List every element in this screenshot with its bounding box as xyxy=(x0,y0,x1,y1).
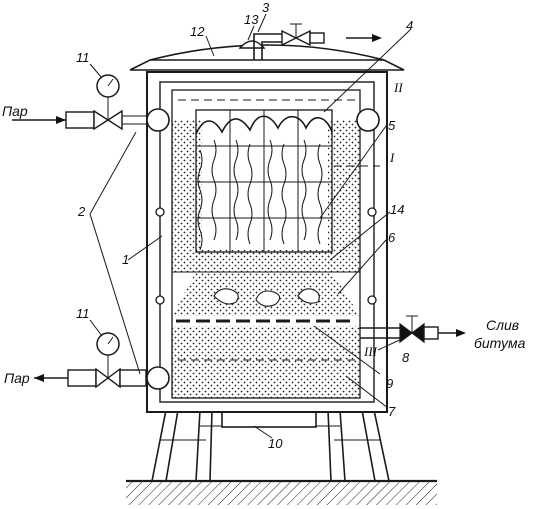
top-outlet-pipe xyxy=(253,23,325,60)
lid xyxy=(129,40,405,71)
label-level-iii: III xyxy=(363,344,378,359)
label-14: 14 xyxy=(390,202,404,217)
caption-steam-out: Пар xyxy=(4,370,30,386)
label-13: 13 xyxy=(244,12,259,27)
label-9: 9 xyxy=(386,376,393,391)
label-11-lower: 11 xyxy=(76,306,90,321)
label-level-ii: II xyxy=(393,80,403,95)
label-4: 4 xyxy=(406,18,413,33)
pressure-gauge-upper xyxy=(96,74,120,100)
steam-inlet-upper xyxy=(12,98,380,132)
foundation xyxy=(126,479,437,505)
jacket-bolts xyxy=(155,207,377,305)
pressure-gauge-lower xyxy=(96,332,120,357)
label-6: 6 xyxy=(388,230,396,245)
label-5: 5 xyxy=(388,118,396,133)
bitumen-fill xyxy=(172,120,360,398)
caption-drain-line1: Слив xyxy=(486,317,519,333)
inner-vessel xyxy=(171,89,361,399)
bitumen-drain-pipe xyxy=(360,315,466,344)
label-2: 2 xyxy=(77,204,86,219)
label-12: 12 xyxy=(190,24,205,39)
label-level-i: I xyxy=(389,150,395,165)
caption-drain-line2: битума xyxy=(474,335,526,351)
outflow-arrow xyxy=(346,34,382,42)
heating-grid xyxy=(195,109,333,253)
label-1: 1 xyxy=(122,252,129,267)
label-7: 7 xyxy=(388,404,396,419)
label-11-upper: 11 xyxy=(76,50,90,65)
caption-steam-in: Пар xyxy=(2,103,28,119)
label-8: 8 xyxy=(402,350,410,365)
bitumen-lumps xyxy=(213,288,320,307)
label-3: 3 xyxy=(262,0,270,15)
leader-lines xyxy=(89,13,411,439)
label-10: 10 xyxy=(268,436,283,451)
